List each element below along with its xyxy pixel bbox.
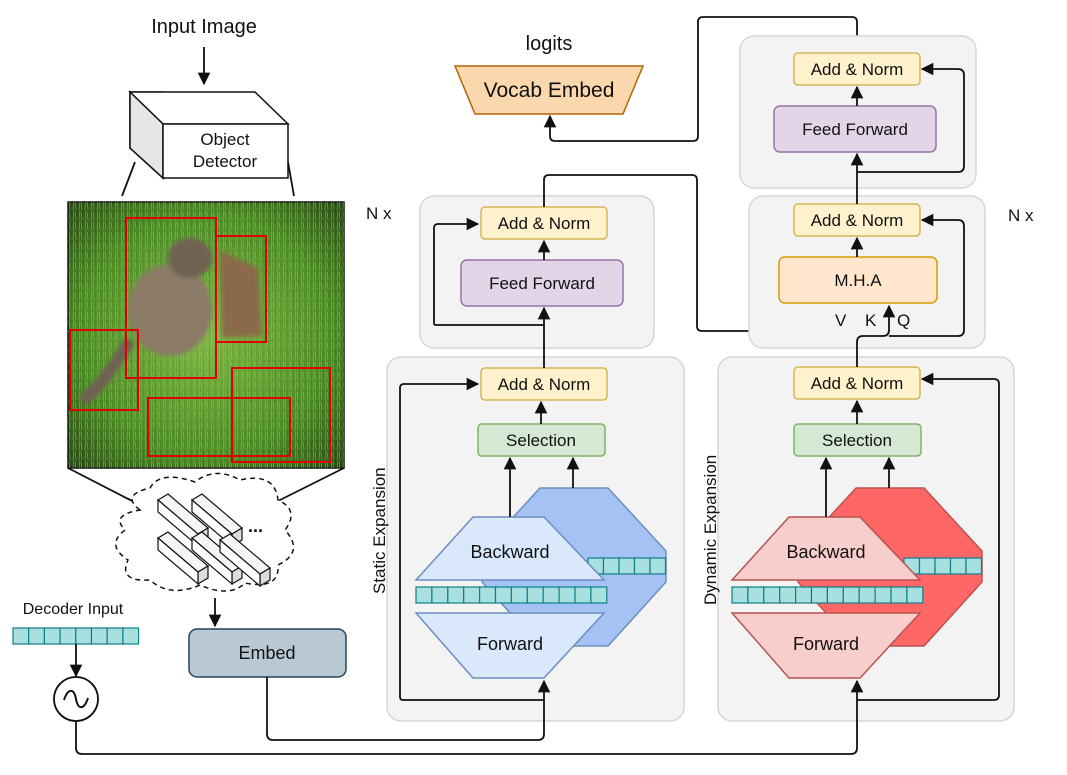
dynamic-feed-forward-box — [773, 105, 937, 153]
dynamic-add-norm-mha-label: Add & Norm — [811, 211, 904, 230]
vocab-embed-shape — [453, 65, 645, 115]
object-detector-line1: Object — [200, 130, 249, 149]
static-feed-forward-box — [460, 259, 624, 307]
projection-line-left — [121, 161, 136, 197]
mha-query-label: Q — [897, 311, 910, 330]
dynamic-ff-residual — [857, 62, 965, 173]
bbox-grass-1 — [147, 397, 291, 457]
static-forward-shape — [414, 612, 606, 679]
mha-label: M.H.A — [834, 271, 882, 290]
static-expansion-residual — [399, 377, 544, 701]
decoder-input-cells — [12, 627, 140, 645]
dynamic-mha-residual — [889, 213, 965, 337]
static-back-cells — [587, 557, 667, 575]
mha-key-label: K — [865, 311, 877, 330]
static-expansion-title: Static Expansion — [370, 467, 389, 594]
static-add-norm-top-label: Add & Norm — [498, 214, 591, 233]
input-photo — [67, 201, 345, 469]
shoe-shape — [220, 250, 262, 338]
dynamic-forward-shape — [730, 612, 922, 679]
dynamic-back-cells — [903, 557, 983, 575]
dynamic-add-norm-ff — [793, 52, 921, 86]
dynamic-repeat-label: N x — [1008, 206, 1034, 225]
sine-wave-icon — [63, 689, 89, 709]
embed-to-static-wire — [266, 677, 545, 741]
dynamic-front-cells — [731, 586, 924, 604]
static-ff-residual — [433, 217, 544, 326]
dynamic-expansion-residual — [857, 372, 1000, 701]
static-add-norm-bottom-label: Add & Norm — [498, 375, 591, 394]
dynamic-to-query-wire — [856, 304, 896, 367]
cat-shape — [78, 238, 212, 406]
static-forward-label: Forward — [477, 634, 543, 654]
dynamic-forward-label: Forward — [793, 634, 859, 654]
dynamic-backward-shape — [730, 516, 922, 581]
decoder-input-label: Decoder Input — [23, 601, 124, 618]
static-repeat-label: N x — [366, 204, 392, 223]
static-backward-shape — [414, 516, 606, 581]
static-front-cells — [415, 586, 608, 604]
bbox-grass-2 — [231, 367, 331, 463]
cloud-line-right — [269, 467, 345, 506]
dynamic-feed-forward-label: Feed Forward — [802, 120, 908, 139]
dynamic-add-norm-ff-label: Add & Norm — [811, 60, 904, 79]
feature-ellipsis: ... — [248, 516, 263, 536]
input-image-label: Input Image — [151, 16, 257, 38]
static-feed-forward-label: Feed Forward — [489, 274, 595, 293]
logits-label: logits — [526, 33, 573, 55]
object-detector-line2: Detector — [193, 152, 258, 171]
projection-line-right — [287, 161, 295, 197]
dynamic-expansion-title: Dynamic Expansion — [701, 455, 720, 605]
feature-bars — [156, 493, 272, 588]
static-backward-label: Backward — [470, 542, 549, 562]
dynamic-selection-label: Selection — [822, 431, 892, 450]
dynamic-add-norm-bottom-label: Add & Norm — [811, 374, 904, 393]
bbox-shoe — [215, 235, 267, 343]
object-detector-box: Object Detector — [128, 90, 290, 180]
embed-label: Embed — [238, 643, 295, 663]
bbox-tail — [69, 329, 139, 411]
static-selection-label: Selection — [506, 431, 576, 450]
mha-box — [778, 256, 938, 304]
mha-value-label: V — [835, 311, 847, 330]
vocab-embed-label: Vocab Embed — [484, 79, 615, 102]
decoder-input-to-dynamic-wire — [75, 710, 858, 755]
decoder-to-vocab-wire — [543, 16, 858, 142]
cloud-line-left — [67, 467, 141, 506]
dynamic-backward-label: Backward — [786, 542, 865, 562]
